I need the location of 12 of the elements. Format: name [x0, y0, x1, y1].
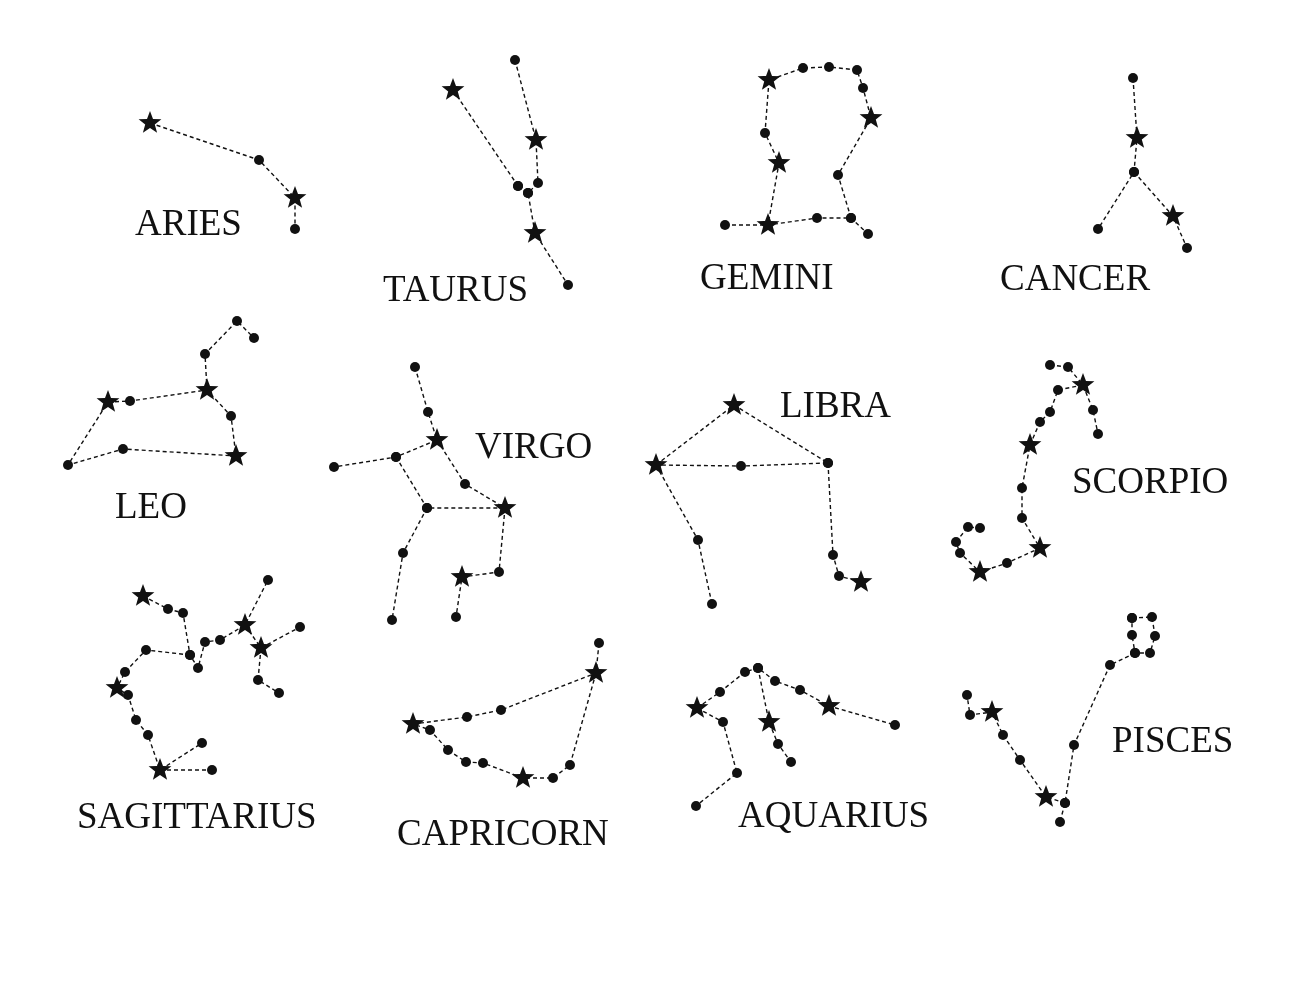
constellation-name: PISCES: [1112, 720, 1234, 758]
constellation-name: CANCER: [1000, 258, 1151, 296]
constellation-name: ARIES: [135, 203, 242, 241]
constellation-name: GEMINI: [700, 257, 834, 295]
constellation-name: CAPRICORN: [397, 813, 609, 851]
constellation-name: VIRGO: [475, 426, 593, 464]
constellation-name: SCORPIO: [1072, 461, 1229, 499]
constellation-name: SAGITTARIUS: [77, 796, 317, 834]
constellation-name: LEO: [115, 486, 187, 524]
constellation-name: AQUARIUS: [738, 795, 930, 833]
constellation-name: TAURUS: [383, 269, 529, 307]
constellation-name: LIBRA: [780, 385, 891, 423]
